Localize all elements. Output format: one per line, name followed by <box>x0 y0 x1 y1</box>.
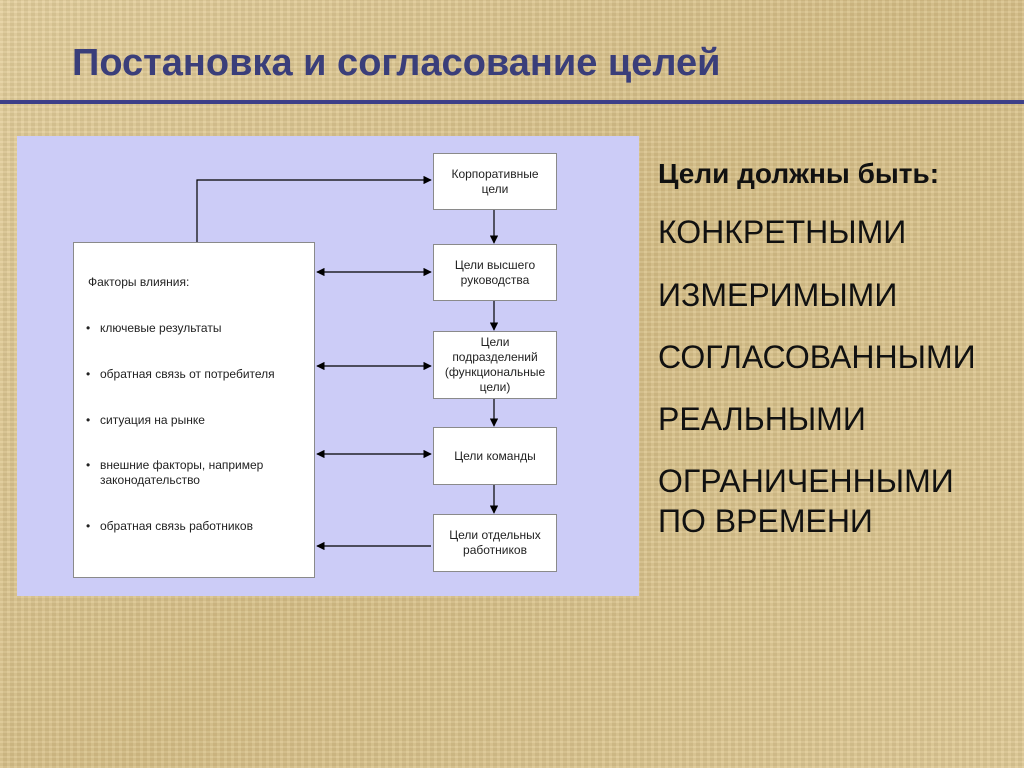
factor-item: • ключевые результаты <box>86 321 301 336</box>
goal-alignment-diagram: Факторы влияния: • ключевые результаты •… <box>17 136 639 596</box>
requirement-item: КОНКРЕТНЫМИ <box>658 214 907 250</box>
requirement-item: РЕАЛЬНЫМИ <box>658 401 866 437</box>
factor-item: • ситуация на рынке <box>86 413 301 428</box>
factor-label: обратная связь от потребителя <box>100 367 275 381</box>
goal-box-top-management: Цели высшего руководства <box>433 244 557 301</box>
bullet-icon: • <box>86 367 91 381</box>
goal-box-corporate: Корпоративные цели <box>433 153 557 210</box>
factor-label: обратная связь работников <box>100 519 253 533</box>
diagram-connectors <box>196 175 499 551</box>
slide-title: Постановка и согласование целей <box>72 42 721 84</box>
bullet-icon: • <box>86 321 91 335</box>
goal-box-departments: Цели подразделений (функциональные цели) <box>433 331 557 399</box>
factor-item: • внешние факторы, например законодатель… <box>86 458 301 488</box>
factor-label: ключевые результаты <box>100 321 222 335</box>
requirement-item: ОГРАНИЧЕННЫМИ ПО ВРЕМЕНИ <box>658 463 954 539</box>
factor-item: • обратная связь работников <box>86 519 301 534</box>
factor-label: ситуация на рынке <box>100 413 205 427</box>
requirement-item: СОГЛАСОВАННЫМИ <box>658 339 976 375</box>
goal-box-team: Цели команды <box>433 427 557 485</box>
factor-label: внешние факторы, например законодательст… <box>100 458 264 487</box>
bullet-icon: • <box>86 458 91 472</box>
bullet-icon: • <box>86 519 91 533</box>
arrow-factors-to-corporate <box>196 175 432 242</box>
factors-title: Факторы влияния: <box>88 275 190 289</box>
factor-item: • обратная связь от потребителя <box>86 367 301 382</box>
requirements-heading: Цели должны быть: <box>658 158 940 189</box>
factors-box: Факторы влияния: • ключевые результаты •… <box>73 242 315 578</box>
bullet-icon: • <box>86 413 91 427</box>
title-divider <box>0 100 1024 104</box>
goal-box-employees: Цели отдельных работников <box>433 514 557 572</box>
requirement-item: ИЗМЕРИМЫМИ <box>658 277 898 313</box>
